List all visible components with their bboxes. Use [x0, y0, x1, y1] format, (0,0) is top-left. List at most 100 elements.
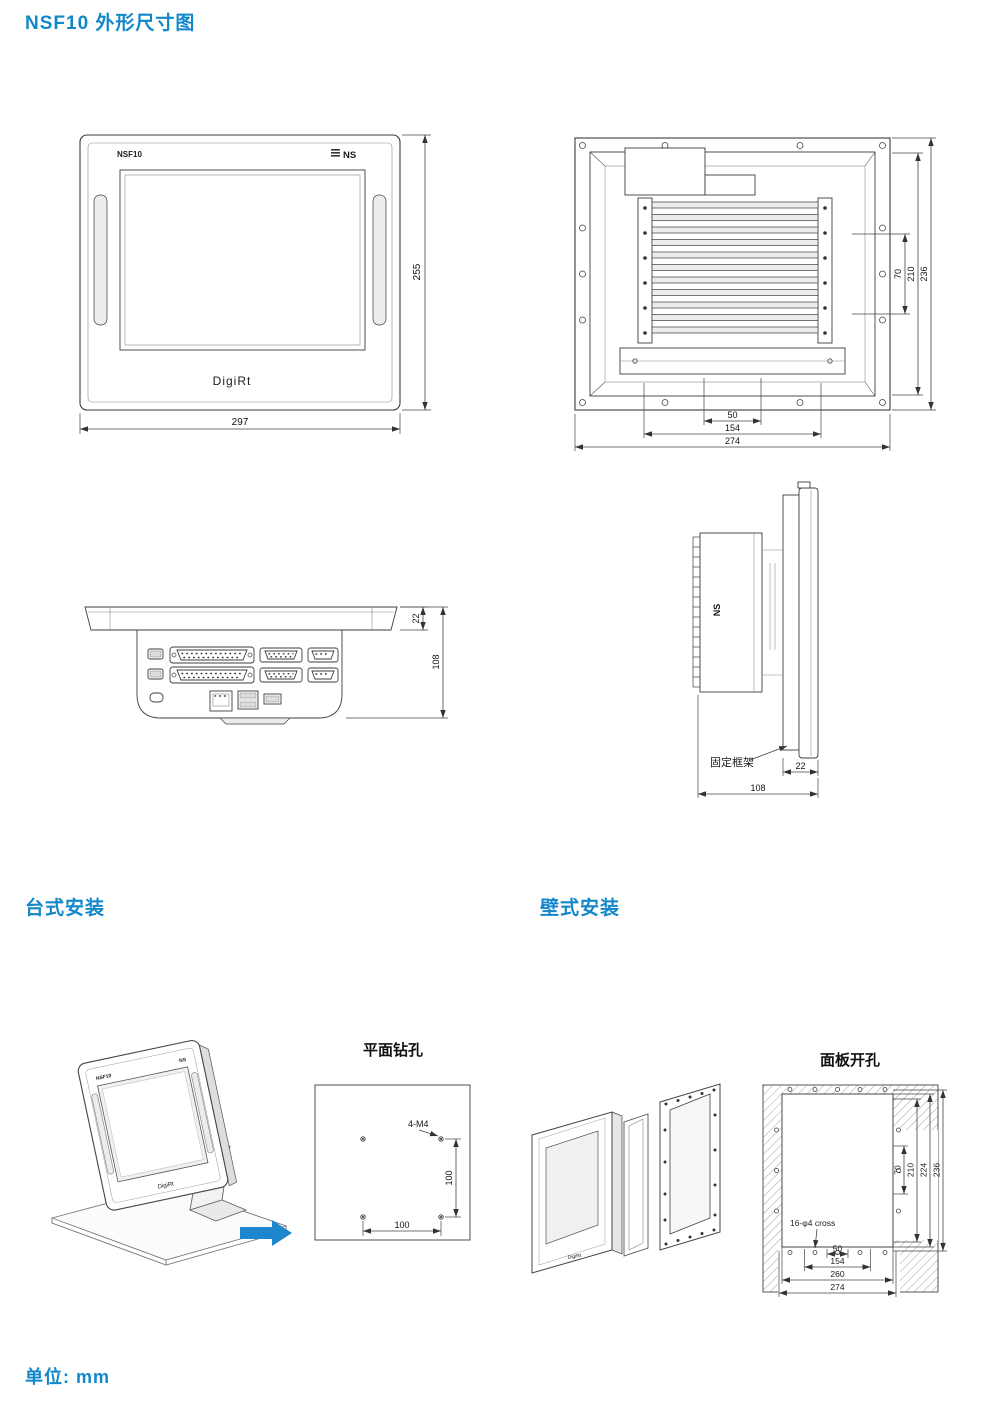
port-db9-2 — [307, 667, 339, 683]
svg-text:236: 236 — [932, 1163, 942, 1177]
port-db15-2 — [259, 667, 303, 683]
svg-text:297: 297 — [232, 417, 249, 428]
dimension-rear-50: 50 — [703, 378, 762, 425]
dimension-cutout-70: 70 — [893, 1145, 908, 1195]
wall-mount-exploded-drawing: DigiRt — [531, 1083, 721, 1274]
drill-holes-label: 4-M4 — [408, 1119, 429, 1129]
dimension-drill-vertical: 100 — [444, 1138, 461, 1218]
rear-corner-bevels — [589, 151, 876, 397]
cutout-opening — [781, 1093, 894, 1248]
fixing-frame-callout: 固定框架 — [710, 745, 788, 769]
front-inner-frame — [87, 142, 393, 403]
rear-recess — [604, 165, 866, 383]
side-heatsink-fins — [692, 536, 700, 688]
rear-view-drawing: 70 210 236 50 154 274 — [574, 137, 936, 451]
svg-text:154: 154 — [830, 1256, 844, 1266]
front-screen — [124, 174, 361, 346]
dimension-front-height: 255 — [402, 134, 431, 411]
rear-heatsink-screws — [643, 206, 827, 335]
rear-bottom-bracket — [619, 347, 846, 375]
svg-text:100: 100 — [444, 1170, 454, 1185]
side-view-drawing: NS 固定框架 22 108 — [692, 481, 819, 798]
page-title: NSF10 外形尺寸图 — [25, 13, 196, 34]
svg-text:50: 50 — [833, 1244, 843, 1254]
cutout-holes-callout: 16-φ4 cross — [790, 1218, 835, 1249]
dimension-bottom-22: 22 — [400, 606, 428, 631]
drill-holes-callout: 4-M4 — [408, 1119, 439, 1137]
side-front-panel — [798, 487, 819, 759]
dimension-bottom-108: 108 — [346, 606, 448, 719]
hatch-break-right — [893, 1130, 938, 1240]
svg-text:108: 108 — [431, 654, 441, 669]
bottom-panel-bar — [84, 606, 398, 631]
front-model-label: NSF10 — [117, 150, 142, 159]
rear-heatsink — [637, 197, 833, 344]
desktop-device: NSF10 NS DigiRt — [77, 1040, 238, 1211]
svg-text:108: 108 — [750, 783, 765, 793]
port-power — [149, 692, 164, 703]
dimension-rear-274: 274 — [574, 414, 891, 451]
front-view-drawing: NSF10 NS DigiRt 255 297 — [79, 134, 431, 434]
unit-label: 单位: mm — [25, 1367, 111, 1387]
dimension-side-108: 108 — [697, 695, 819, 798]
side-logo-label: NS — [712, 604, 722, 617]
exploded-frame-studs — [663, 1088, 717, 1246]
port-ethernet — [209, 690, 233, 712]
dimension-cutout-50: 50 — [826, 1244, 849, 1258]
dimension-rear-236: 236 — [892, 137, 936, 411]
cutout-holes-label: 16-φ4 cross — [790, 1218, 835, 1228]
dimension-rear-154: 154 — [643, 383, 822, 438]
dimension-rear-210: 210 — [892, 152, 923, 396]
svg-text:224: 224 — [919, 1163, 929, 1177]
exploded-gasket-frame — [623, 1113, 649, 1257]
rear-top-bracket-tab — [704, 174, 756, 196]
exploded-device-brand: DigiRt — [567, 1253, 582, 1261]
port-usb — [237, 690, 259, 710]
rear-screw-holes — [579, 142, 886, 406]
section-heading-desktop: 台式安装 — [25, 898, 106, 919]
svg-text:50: 50 — [727, 410, 737, 420]
rear-top-bracket — [624, 147, 706, 196]
port-small-3 — [263, 693, 282, 705]
front-left-grip — [93, 194, 108, 326]
desktop-device-brand: DigiRt — [157, 1181, 175, 1190]
port-small-1 — [147, 648, 164, 660]
dimension-cutout-260: 260 — [781, 1247, 894, 1284]
dimension-cutout-224: 224 — [893, 1093, 934, 1248]
svg-text:210: 210 — [906, 266, 916, 281]
front-brand-label: DigiRt — [213, 374, 252, 388]
exploded-rear-frame — [659, 1083, 721, 1251]
svg-text:70: 70 — [893, 269, 903, 279]
svg-text:100: 100 — [394, 1220, 409, 1230]
dimension-cutout-274: 274 — [778, 1251, 897, 1297]
cutout-title: 面板开孔 — [820, 1051, 880, 1069]
svg-text:154: 154 — [725, 423, 740, 433]
arrow-right-icon — [240, 1220, 292, 1246]
side-top-tab — [797, 481, 811, 489]
desktop-device-model: NSF10 — [96, 1073, 113, 1082]
dimension-cutout-236: 236 — [893, 1089, 947, 1252]
flat-drilling-diagram: 平面钻孔 4-M4 100 100 — [314, 1041, 471, 1241]
side-body: NS — [692, 532, 776, 693]
svg-text:260: 260 — [830, 1269, 844, 1279]
drill-title: 平面钻孔 — [363, 1041, 423, 1059]
dimension-drill-horizontal: 100 — [362, 1220, 442, 1236]
section-heading-wall: 壁式安装 — [540, 898, 621, 919]
port-db9-1 — [307, 647, 339, 663]
dimension-cutout-210: 210 — [893, 1098, 921, 1243]
port-db15-1 — [259, 647, 303, 663]
side-fixing-frame — [782, 494, 800, 751]
drill-plate — [314, 1084, 471, 1241]
svg-text:210: 210 — [906, 1163, 916, 1177]
front-screen-bezel — [119, 169, 366, 351]
svg-text:274: 274 — [830, 1282, 844, 1292]
front-right-grip — [372, 194, 387, 326]
svg-text:70: 70 — [893, 1165, 903, 1175]
port-db25-2 — [169, 666, 255, 684]
svg-text:274: 274 — [725, 436, 740, 446]
fixing-frame-label: 固定框架 — [710, 755, 754, 769]
port-small-2 — [147, 668, 164, 680]
drill-holes — [360, 1136, 444, 1220]
dimension-front-width: 297 — [79, 413, 401, 434]
svg-text:236: 236 — [919, 266, 929, 281]
